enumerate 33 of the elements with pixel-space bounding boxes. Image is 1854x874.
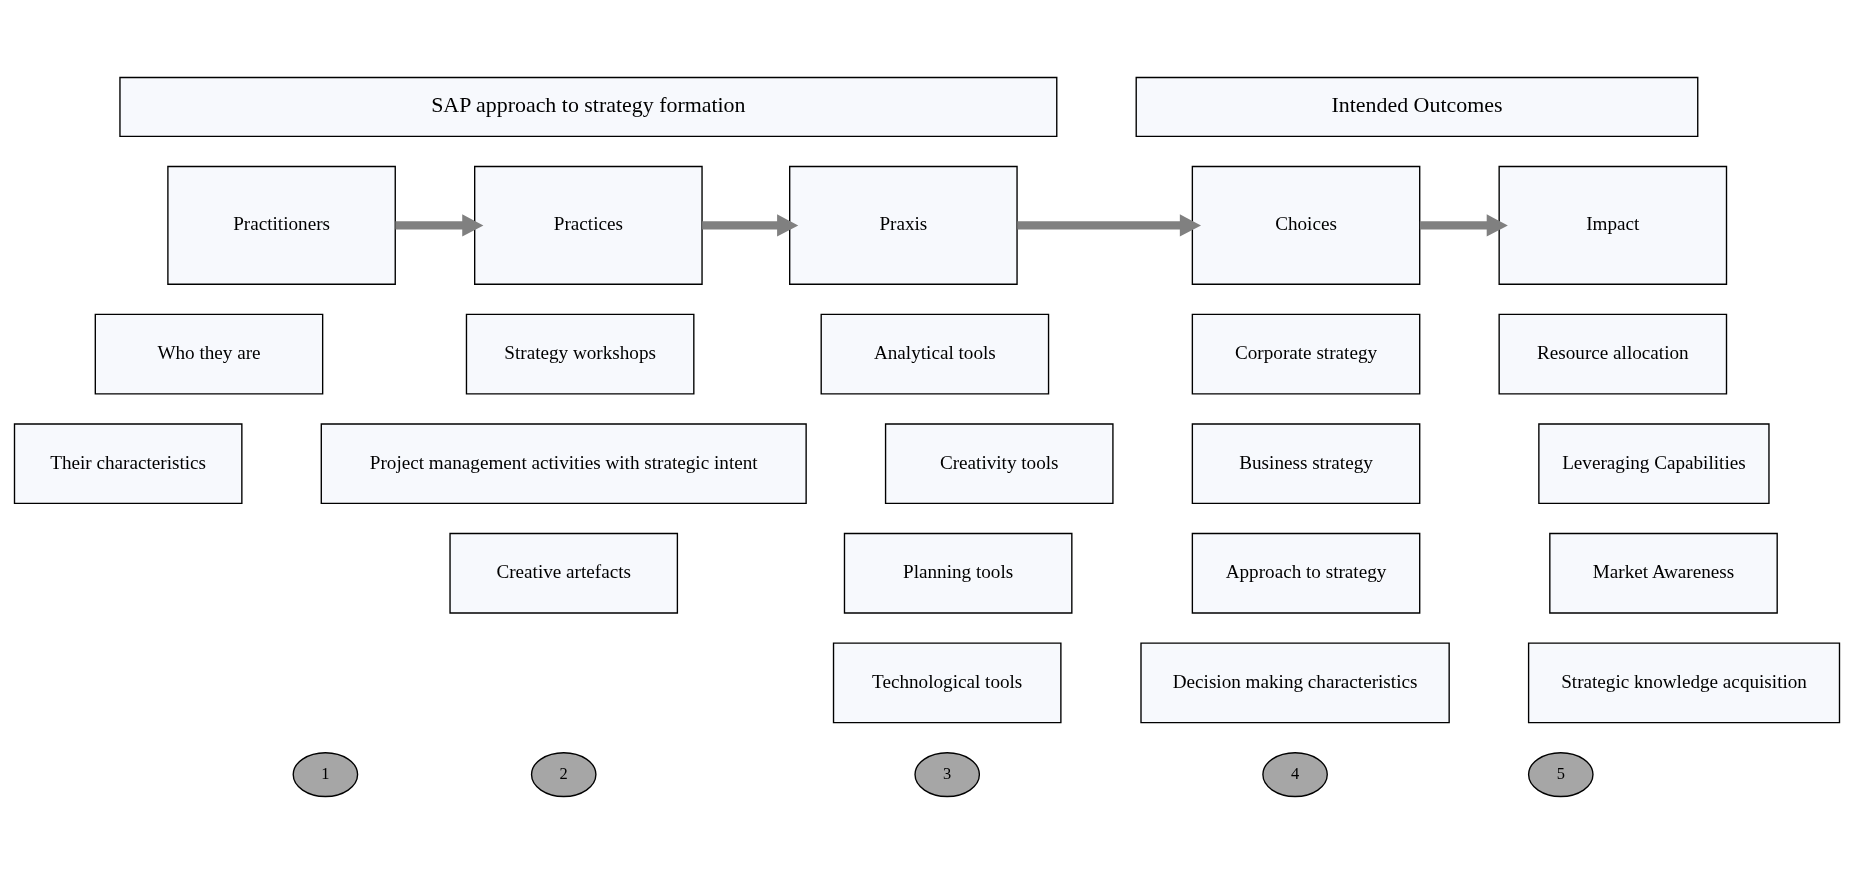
arrow [1419,214,1508,237]
node-box: Analytical tools [820,313,1050,395]
node-box: Creativity tools [884,423,1114,505]
node-box: Project management activities with strategic intent [320,423,807,505]
node-box: Technological tools [832,642,1062,724]
node-ellipse: 5 [1527,752,1594,798]
node-box: Strategic knowledge acquisition [1527,642,1841,724]
node-box: Resource allocation [1498,313,1728,395]
arrow [1017,214,1201,237]
node-box: Intended Outcomes [1135,76,1699,138]
node-box: Corporate strategy [1191,313,1421,395]
arrow [395,214,484,237]
node-box: Approach to strategy [1191,532,1421,614]
node-box: Choices [1191,165,1421,285]
arrow [702,214,799,237]
node-box: Their characteristics [13,423,243,505]
node-box: Practices [474,165,703,285]
node-box: Business strategy [1191,423,1421,505]
node-box: Who they are [94,313,324,395]
node-ellipse: 4 [1262,752,1328,798]
node-box: Creative artefacts [449,532,679,614]
node-box: Market Awareness [1549,532,1778,614]
node-box: Planning tools [843,532,1073,614]
node-box: Strategy workshops [465,313,695,395]
node-box: Decision making characteristics [1140,642,1450,724]
node-box: Practitioners [167,165,396,285]
node-box: SAP approach to strategy formation [119,76,1058,138]
node-ellipse: 1 [292,752,359,798]
node-box: Leveraging Capabilities [1538,423,1770,505]
node-ellipse: 3 [914,752,981,798]
node-ellipse: 2 [530,752,597,798]
node-box: Praxis [789,165,1018,285]
node-box: Impact [1498,165,1728,285]
